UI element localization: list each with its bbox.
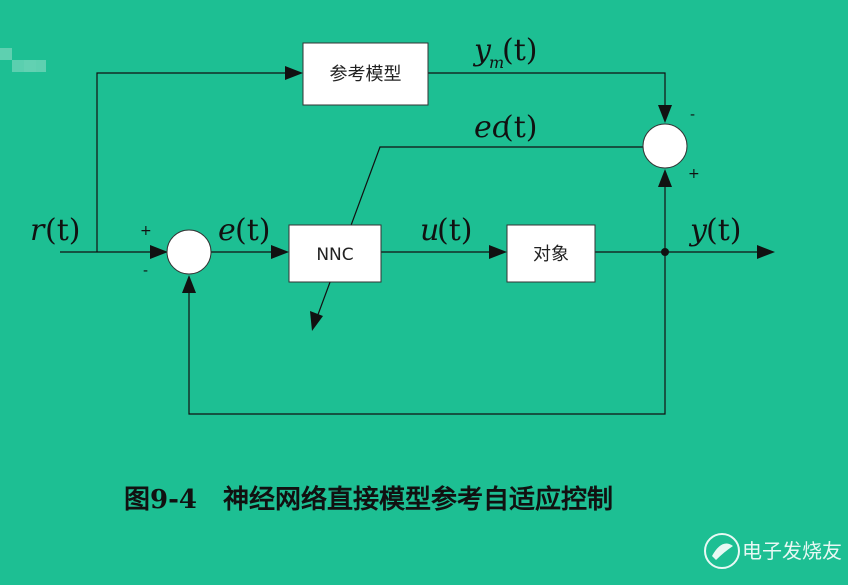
svg-text:(t): (t) [502,110,537,145]
arrow-into-sum1 [150,245,168,259]
sum2-plus-sign: + [688,166,700,182]
watermark: 电子发烧友 [704,533,842,569]
svg-text:(t): (t) [502,33,537,68]
nnc-label: NNC [316,245,353,265]
svg-text:ec: ec [474,110,509,145]
sum1-minus-sign: - [143,263,148,279]
image-artifact [0,48,46,72]
svg-text:r: r [30,213,46,248]
svg-text:y: y [688,213,708,248]
sum2-minus-sign: - [690,107,695,123]
signal-ec-label: ec (t) [474,110,537,145]
watermark-logo-icon [704,533,740,569]
arrow-into-sum1-bottom [182,275,196,293]
svg-text:(t): (t) [45,213,80,248]
plant-label: 对象 [533,244,569,265]
reference-output-line [428,72,666,106]
svg-text:(t): (t) [706,213,741,248]
figure-caption: 图9-4 神经网络直接模型参考自适应控制 [124,484,613,515]
arrow-into-reference-model [285,66,303,80]
svg-text:u: u [420,213,439,248]
summing-junction-2 [642,123,688,169]
feedback-line [188,252,666,415]
arrow-into-nnc [271,245,289,259]
reference-model-label: 参考模型 [330,64,402,85]
svg-text:(t): (t) [235,213,270,248]
reference-branch-line [96,72,286,252]
arrow-adaptation [310,311,323,331]
signal-ym-label: y m (t) [472,33,537,72]
svg-text:(t): (t) [437,213,472,248]
arrow-into-sum2-top [658,105,672,123]
summing-junction-1 [166,229,212,275]
watermark-text: 电子发烧友 [742,539,842,563]
reference-model-block: 参考模型 [302,42,429,106]
svg-text:m: m [489,53,504,72]
signal-u-label: u (t) [420,213,472,248]
signal-r-label: r (t) [30,213,80,248]
sum1-plus-sign: + [140,223,152,239]
arrow-into-plant [489,245,507,259]
svg-text:e: e [218,213,236,248]
signal-y-label: y (t) [688,213,741,248]
svg-text:y: y [472,33,492,68]
signal-e-label: e (t) [218,213,270,248]
arrow-output [757,245,775,259]
arrow-into-sum2-bottom [658,169,672,187]
nnc-block: NNC [288,224,382,283]
plant-block: 对象 [506,224,596,283]
